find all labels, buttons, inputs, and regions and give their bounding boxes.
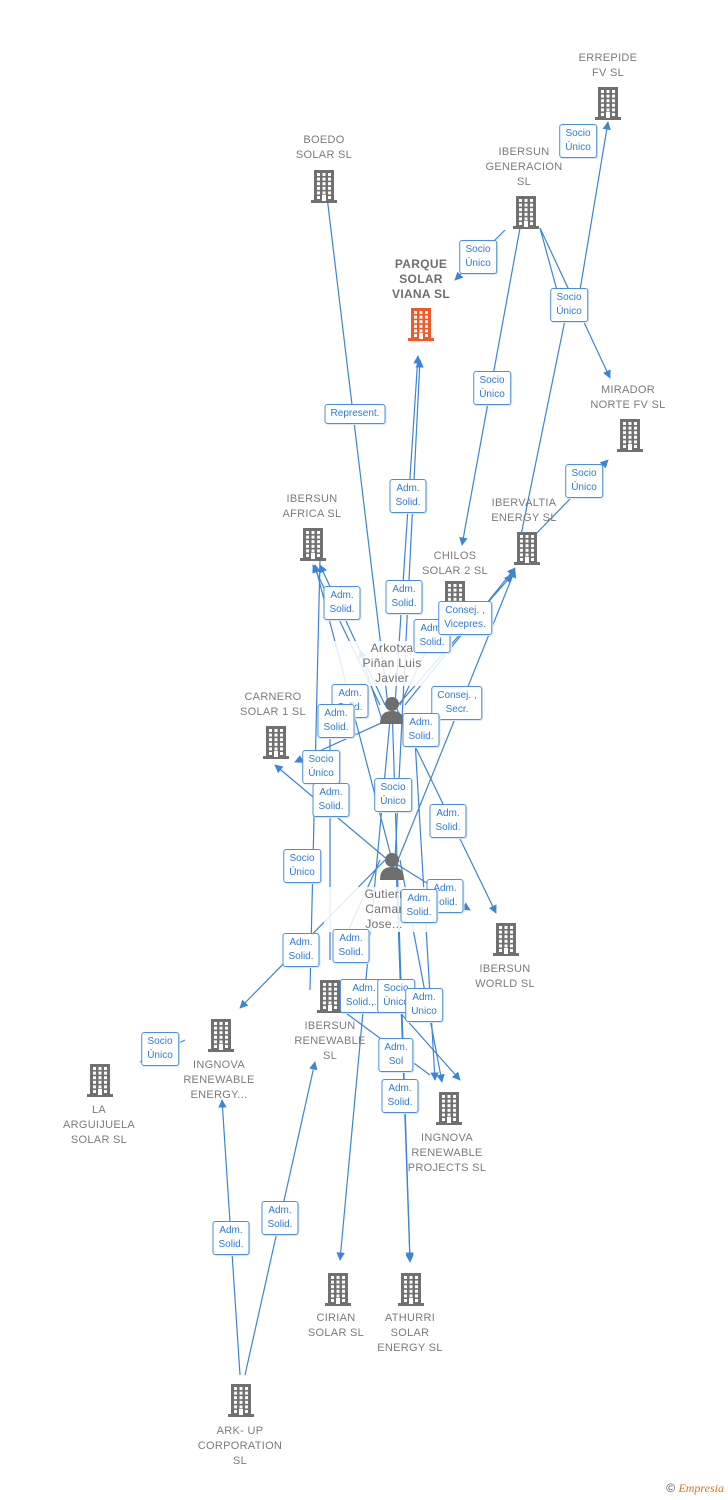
relation-label[interactable]: Adm. Unico [405,988,443,1022]
relation-label[interactable]: Consej. , Secr. [431,686,483,720]
brand-name: Empresia [678,1481,724,1495]
company-label-arkup[interactable]: ARK- UP CORPORATION SL [197,1425,283,1467]
relation-label[interactable]: Socio Único [550,288,588,322]
company-label-errepide[interactable]: ERREPIDE FV SL [578,52,638,79]
company-label-ingnova-projects[interactable]: INGNOVA RENEWABLE PROJECTS SL [407,1132,487,1174]
company-label-chilos[interactable]: CHILOS SOLAR 2 SL [422,550,488,577]
relation-label[interactable]: Adm. Solid. [323,586,361,620]
relation-label[interactable]: Adm. Solid. [385,580,423,614]
relation-label[interactable]: Consej. , Vicepres. [438,601,492,635]
relation-label[interactable]: Socio Único [559,124,597,158]
company-label-ibersun-world[interactable]: IBERSUN WORLD SL [475,963,535,990]
building-icon[interactable] [227,1383,255,1422]
building-icon[interactable] [324,1272,352,1311]
relation-label[interactable]: Adm. Solid. [261,1201,299,1235]
company-label-parque[interactable]: PARQUE SOLAR VIANA SL [392,257,450,301]
building-icon[interactable] [435,1091,463,1130]
person-icon[interactable] [379,852,405,885]
relation-label[interactable]: Adm. Solid. [402,713,440,747]
company-label-arguijuela[interactable]: LA ARGUIJUELA SOLAR SL [62,1104,136,1146]
company-label-ibervaltia[interactable]: IBERVALTIA ENERGY SL [491,497,557,524]
relation-label[interactable]: Represent. [324,404,386,424]
relation-label[interactable]: Adm. Sol [378,1038,414,1072]
relation-label[interactable]: Adm. Solid. [429,804,467,838]
building-icon[interactable] [299,527,327,566]
company-label-boedo[interactable]: BOEDO SOLAR SL [295,134,353,161]
person-icon[interactable] [379,696,405,729]
building-icon[interactable] [594,86,622,125]
footer-brand[interactable]: © Empresia [666,1481,724,1496]
company-label-athurri[interactable]: ATHURRI SOLAR ENERGY SL [377,1312,443,1354]
building-icon[interactable] [207,1018,235,1057]
relation-label[interactable]: Adm. Solid. [212,1221,250,1255]
building-icon[interactable] [616,418,644,457]
building-icon[interactable] [310,169,338,208]
company-label-ibersun-gen[interactable]: IBERSUN GENERACION SL [485,146,563,188]
edge-line [321,179,389,706]
person-label-arkotxa[interactable]: Arkotxa Piñan Luis Javier [332,641,452,686]
building-icon[interactable] [492,922,520,961]
company-label-ingnova-energy[interactable]: INGNOVA RENEWABLE ENERGY... [183,1059,255,1101]
edge-line [519,319,566,541]
relation-label[interactable]: Adm. Solid. [400,889,438,923]
edge-line [574,121,611,321]
relation-label[interactable]: Adm. Solid. [426,879,464,913]
relation-label[interactable]: Socio Único [374,778,412,812]
relation-label[interactable]: Socio Único [565,464,603,498]
company-label-carnero[interactable]: CARNERO SOLAR 1 SL [240,691,306,718]
relation-label[interactable]: Adm. Solid. [282,933,320,967]
relation-label[interactable]: Socio Único [302,750,340,784]
company-label-ibersun-africa[interactable]: IBERSUN AFRICA SL [282,493,342,520]
relation-label[interactable]: Socio Único [141,1032,179,1066]
relation-label[interactable]: Adm. Solid. [389,479,427,513]
relation-label[interactable]: Adm. Solid. [317,704,355,738]
company-label-cirian[interactable]: CIRIAN SOLAR SL [307,1312,365,1339]
relation-label[interactable]: Socio Único [459,240,497,274]
copyright-symbol: © [666,1481,676,1495]
relation-label[interactable]: Socio Único [473,371,511,405]
relation-label[interactable]: Adm. Solid. [312,783,350,817]
company-label-ibersun-ren[interactable]: IBERSUN RENEWABLE SL [294,1020,366,1062]
building-icon[interactable] [513,531,541,570]
building-icon[interactable] [512,195,540,234]
building-icon[interactable] [262,725,290,764]
building-icon[interactable] [407,307,435,346]
relation-label[interactable]: Socio Único [283,849,321,883]
relation-label[interactable]: Adm. Solid. [381,1079,419,1113]
building-icon[interactable] [316,979,344,1018]
building-icon[interactable] [397,1272,425,1311]
building-icon[interactable] [86,1063,114,1102]
company-label-mirador[interactable]: MIRADOR NORTE FV SL [590,384,666,411]
relation-label[interactable]: Adm. Solid. [332,929,370,963]
